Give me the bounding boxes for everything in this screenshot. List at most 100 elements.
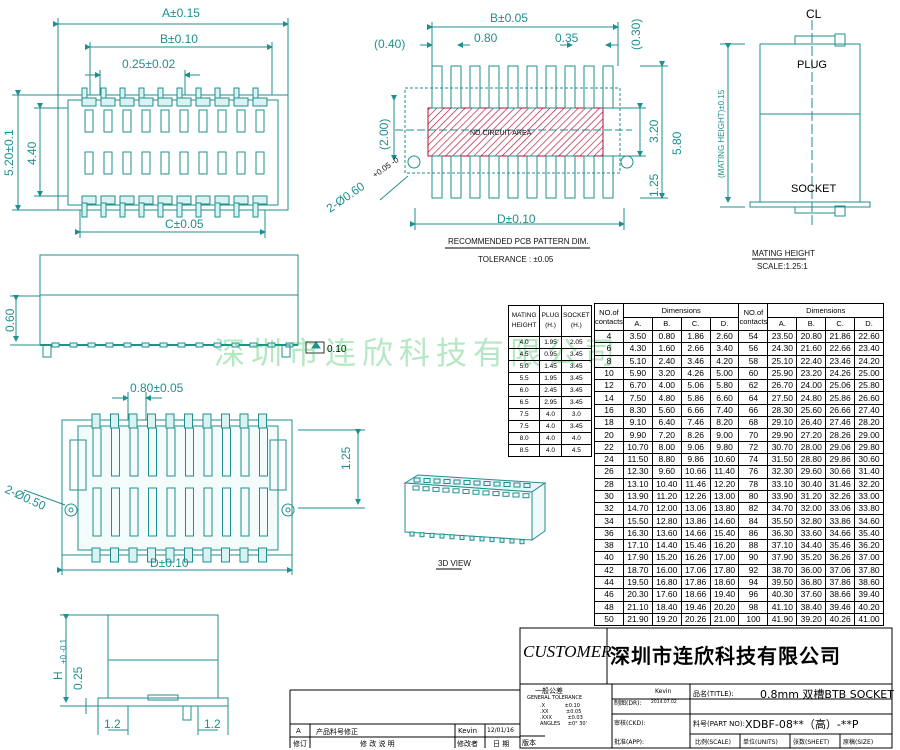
title-value: 0.8mm 双槽BTB SOCKET (760, 688, 894, 701)
pin-3d-foot (449, 534, 455, 540)
mating-table-cell: 4.5 (560, 444, 593, 457)
pin-3d-top (453, 479, 461, 485)
contacts-cell: 80 (738, 489, 769, 504)
tol-row: .X ±0.10 (540, 703, 587, 709)
contacts-cell: 24 (594, 452, 624, 467)
contacts-cell: 40 (594, 551, 624, 565)
dim-a: A±0.15 (162, 6, 200, 20)
pin-3d-top (423, 478, 431, 483)
revision-by: Kevin (458, 727, 478, 735)
end-view (60, 614, 229, 735)
dimension-cell: 2.66 (680, 342, 711, 356)
dimension-cell: 41.00 (854, 612, 884, 627)
dimension-cell: 22.40 (796, 354, 827, 368)
dimension-cell: 13.00 (709, 489, 740, 504)
pcb-dim-580: 5.80 (670, 131, 684, 155)
contacts-cell: 68 (738, 416, 769, 430)
pin-3d-top (442, 487, 450, 493)
dimension-cell: 35.50 (767, 514, 798, 528)
top-pin-pad (233, 195, 249, 205)
revision-date: 12/01/16 (487, 727, 514, 734)
dimension-cell: 34.60 (854, 514, 884, 528)
dimension-cell: 19.46 (680, 600, 711, 614)
dimension-cell: 1.86 (680, 329, 711, 344)
bottom-dim-125: 1.25 (339, 446, 353, 470)
contacts-cell: 16 (594, 403, 624, 418)
contacts-cell: 72 (738, 440, 769, 454)
dimension-cell: 23.40 (854, 342, 884, 356)
bottom-dim-d: D±0.10 (150, 556, 189, 570)
dimension-cell: 41.90 (767, 612, 798, 627)
revision-mark: A (296, 727, 301, 735)
dimension-cell: 29.06 (825, 440, 856, 454)
mating-table-cell: 0.95 (539, 348, 562, 361)
pin-3d-foot (419, 532, 425, 538)
dimension-cell: 6.60 (709, 391, 740, 405)
dimension-cell: 3.46 (680, 354, 711, 368)
dimension-cell: 31.20 (796, 489, 827, 504)
top-pin-pad (252, 97, 268, 107)
bottom-pin (165, 547, 175, 563)
dimension-cell: 3.50 (622, 329, 653, 344)
dimension-cell: 25.60 (796, 403, 827, 418)
bottom-contact (222, 427, 231, 477)
dimension-cell: 18.66 (680, 588, 711, 602)
pin-3d-foot (509, 538, 515, 544)
dimension-cell: 11.46 (680, 477, 711, 491)
contacts-cell: 62 (738, 379, 769, 393)
end-dim-025: 0.25 (71, 666, 85, 690)
revision-col-2: 修 改 说 明 (360, 740, 395, 748)
contacts-cell: 34 (594, 514, 624, 528)
dimension-cell: 12.80 (651, 514, 682, 528)
mating-view (720, 20, 871, 225)
bottom-contact (240, 487, 250, 537)
dimension-cell: 29.10 (767, 416, 798, 430)
dimension-cell: 28.20 (854, 416, 884, 430)
dimension-cell: 4.26 (680, 366, 711, 381)
dimension-cell: 35.20 (796, 551, 827, 565)
contacts-cell: 76 (738, 465, 769, 479)
side-pin (267, 342, 276, 348)
contacts-cell: 86 (738, 526, 769, 541)
contacts-cell: 22 (594, 440, 624, 454)
pin-3d-foot (459, 535, 465, 540)
tol-val: ±0° 30' (567, 721, 587, 727)
contacts-cell: 92 (738, 563, 769, 577)
dimension-cell: 39.20 (796, 612, 827, 627)
dimension-cell: 13.90 (622, 489, 653, 504)
drawn-name: Kevin (655, 688, 672, 695)
pin-3d-top (452, 488, 460, 494)
top-contact (255, 109, 265, 133)
dimension-cell: 6.66 (680, 403, 711, 418)
dimension-cell: 28.30 (767, 403, 798, 418)
top-pin (157, 202, 164, 218)
dimension-cell: 8.26 (680, 428, 711, 442)
pcb-hole-tol: +0.05 -0 (371, 155, 401, 180)
mating-table-cell: 3.0 (560, 408, 593, 421)
mating-table-cell: 3.45 (560, 360, 593, 373)
dimension-cell: 35.46 (825, 539, 856, 553)
dimension-cell: 22.66 (825, 342, 856, 356)
tol-row: .XX ±0.05 (540, 709, 587, 715)
bottom-contact (259, 487, 268, 537)
dimension-cell: 39.46 (825, 600, 856, 614)
dim-c: C±0.05 (165, 217, 204, 231)
tol-key: .X (540, 703, 546, 709)
dimension-cell: 9.00 (709, 428, 740, 442)
pin-3d-top (473, 480, 481, 486)
side-pin (159, 342, 168, 348)
dimension-cell: 13.80 (709, 502, 740, 516)
bottom-dim-pitch: 0.80±0.05 (130, 381, 184, 395)
dimension-cell: 39.40 (854, 588, 884, 602)
pcb-pad (450, 65, 462, 109)
dimension-cell: 27.50 (767, 391, 798, 405)
dimension-cell: 24.30 (767, 342, 798, 356)
tol-key: .XX (540, 709, 549, 715)
side-pin (87, 342, 96, 348)
bottom-contact (166, 427, 176, 477)
dimension-cell: 15.50 (622, 514, 653, 528)
